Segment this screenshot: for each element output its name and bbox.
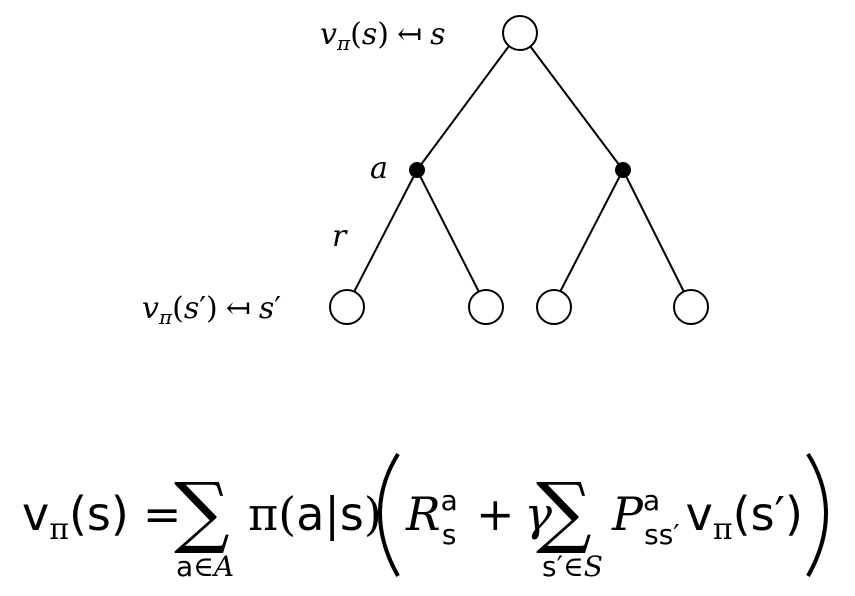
- state-node-leaf-2: [468, 289, 504, 325]
- reward-label: r: [332, 219, 348, 254]
- left-paren: [378, 452, 400, 577]
- root-label: vπ(s)↤s: [320, 17, 446, 55]
- state-node-leaf-3: [536, 289, 572, 325]
- edge-action-right-to-leaf-3: [559, 169, 624, 293]
- policy-term: π(a|s): [248, 487, 382, 541]
- edge-root-to-action-left: [416, 45, 510, 171]
- leaf-label: vπ(s′)↤s′: [142, 291, 281, 329]
- equation-lhs: vπ(s)=: [22, 487, 181, 547]
- tree-edges: [353, 45, 685, 293]
- edge-root-to-action-right: [529, 45, 624, 171]
- sum-subscript-actions: a∈A: [176, 550, 234, 583]
- edge-action-right-to-leaf-4: [622, 169, 685, 293]
- right-paren: [806, 452, 828, 577]
- state-node-leaf-4: [673, 289, 709, 325]
- sum-subscript-states: s′∈S: [542, 550, 603, 583]
- edge-action-left-to-leaf-2: [416, 169, 480, 293]
- sum-symbol-states: ∑: [536, 467, 592, 557]
- action-node-right: [615, 162, 631, 178]
- edge-action-left-to-leaf-1: [353, 169, 418, 293]
- sum-symbol-actions: ∑: [174, 467, 230, 557]
- state-node-leaf-1: [329, 289, 365, 325]
- action-node-left: [409, 162, 425, 178]
- action-label: a: [370, 151, 388, 186]
- plus-gamma: +γ: [476, 487, 553, 541]
- state-node-root: [502, 15, 538, 51]
